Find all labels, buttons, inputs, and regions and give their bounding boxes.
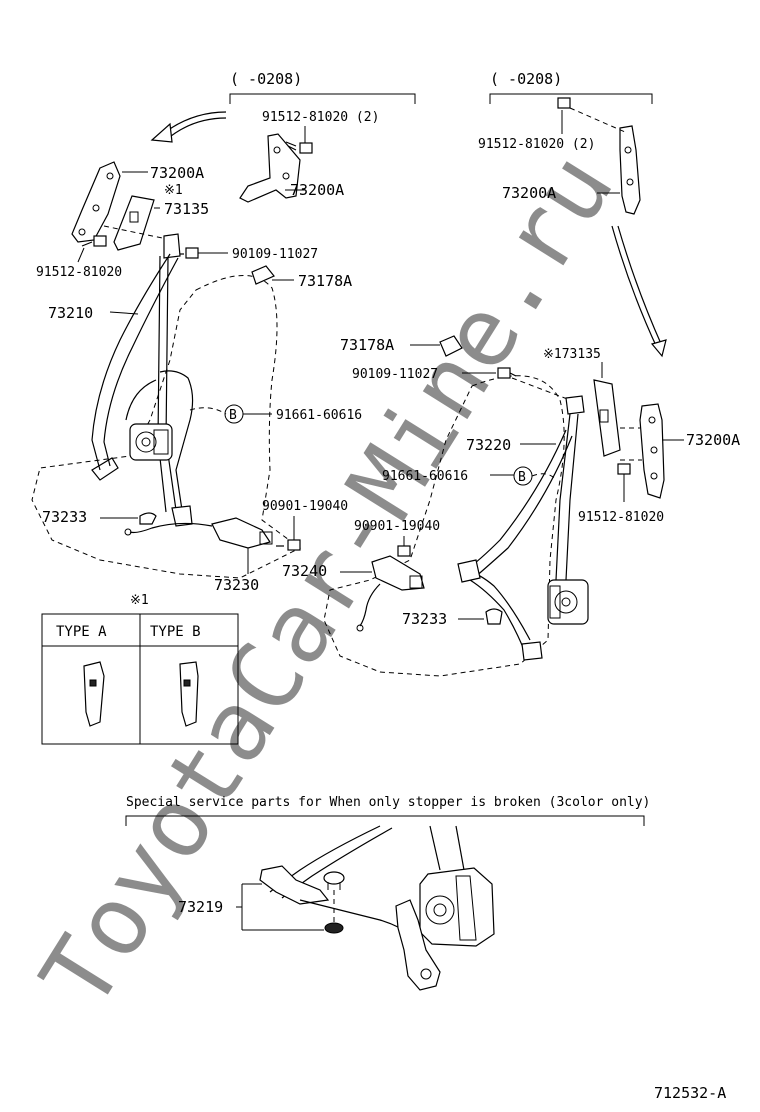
left-bolt-b-label: 90109-11027: [232, 247, 318, 262]
retractor-icon: [129, 423, 173, 461]
right-bolt-a-label: 91512-81020: [578, 510, 664, 525]
left-belt-label: 73210: [48, 304, 93, 322]
right-bolt-c-label: 91661-60616: [382, 469, 468, 484]
right-cover-label: ※173135: [543, 347, 601, 362]
plug-icon: [139, 512, 157, 525]
type-b-cover-icon: [179, 661, 199, 727]
lower-anchor-icon: [395, 899, 441, 991]
type-a-header: TYPE A: [56, 624, 107, 640]
retractor-icon: [547, 579, 589, 625]
left-bolt-c-label: 91661-60616: [276, 408, 362, 423]
left-bracket-bolt-label: 91512-81020 (2): [262, 110, 379, 125]
stopper-button-icon: [324, 922, 344, 934]
special-service-parts: Special service parts for When only stop…: [125, 795, 650, 991]
special-caption: Special service parts for When only stop…: [126, 795, 650, 810]
left-circle-b: B: [229, 408, 237, 423]
left-bracket-label: ( -0208): [230, 70, 302, 88]
cover-icon: [113, 195, 155, 251]
retractor-icon: [419, 867, 495, 947]
arrow-icon: [611, 225, 659, 351]
drawing-number: 712532-A: [654, 1084, 726, 1102]
buckle-icon: [356, 555, 425, 632]
left-anchor-label: 73200A: [150, 164, 204, 182]
lower-anchor-icon: [521, 641, 543, 661]
left-bolt-a-label: 91512-81020: [36, 265, 122, 280]
type-table-note-mark: ※1: [130, 593, 149, 608]
type-a-cover-icon: [83, 661, 105, 727]
right-bracket-bolt-label: 91512-81020 (2): [478, 137, 595, 152]
type-b-header: TYPE B: [150, 624, 201, 640]
anchor-plate-icon: [619, 125, 641, 215]
right-variant-bracket: ( -0208) 91512-81020 (2) 73200A: [478, 70, 667, 358]
bolt-icon: [81, 235, 107, 247]
cover-icon: [593, 379, 621, 457]
left-buckle-label: 73230: [214, 576, 259, 594]
plug-icon: [485, 608, 503, 625]
stopper-button-icon: [323, 871, 345, 890]
bolt-icon: [276, 539, 301, 551]
bolt-icon: [397, 545, 411, 557]
right-plug-label: 73233: [402, 610, 447, 628]
right-bracket-anchor-label: 73200A: [502, 184, 556, 202]
bolt-icon: [557, 97, 571, 109]
bolt-icon: [178, 247, 199, 259]
cap-icon: [439, 335, 463, 357]
special-part-label: 73219: [178, 898, 223, 916]
right-seatbelt-assembly: 73178A 90109-11027 ※173135 73200A: [282, 335, 740, 677]
anchor-plate-icon: [71, 161, 121, 243]
left-variant-bracket: ( -0208) 91512-81020 (2) 73200A: [150, 70, 416, 203]
seat-outline: [323, 375, 565, 677]
right-bracket-label: ( -0208): [490, 70, 562, 88]
anchor-plate-icon: [639, 403, 665, 499]
left-bolt-d-label: 90901-19040: [262, 499, 348, 514]
left-cap-label: 73178A: [298, 272, 352, 290]
bolt-icon: [617, 463, 631, 475]
left-cover-label: 73135: [164, 200, 209, 218]
buckle-icon: [124, 517, 273, 549]
right-bolt-d-label: 90901-19040: [354, 519, 440, 534]
right-belt-label: 73220: [466, 436, 511, 454]
right-cap-label: 73178A: [340, 336, 394, 354]
left-note-mark: ※1: [164, 183, 183, 198]
left-bracket-anchor-label: 73200A: [290, 181, 344, 199]
right-circle-b: B: [518, 470, 526, 485]
cap-icon: [251, 265, 275, 285]
right-anchor-label: 73200A: [686, 431, 740, 449]
left-seatbelt-assembly: 73200A ※1 73135 91512-81020 90109-11027: [31, 161, 362, 594]
right-bolt-b-label: 90109-11027: [352, 367, 438, 382]
anchor-plate-icon: [239, 133, 301, 203]
left-plug-label: 73233: [42, 508, 87, 526]
right-buckle-label: 73240: [282, 562, 327, 580]
type-table: ※1 TYPE A TYPE B: [41, 593, 239, 745]
bolt-icon: [497, 367, 517, 379]
